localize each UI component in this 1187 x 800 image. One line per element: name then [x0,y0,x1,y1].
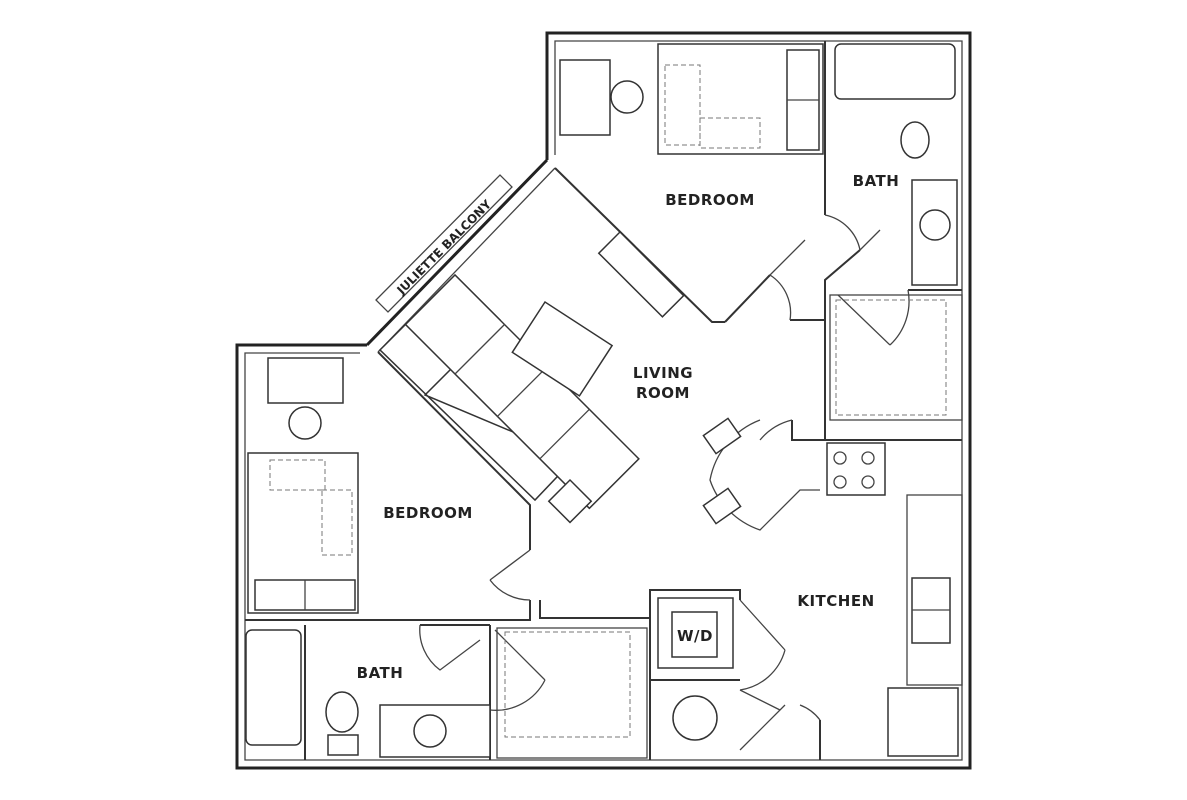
room-label-bedroom-left: BEDROOM [383,504,473,522]
outer-walls [235,31,972,770]
bedroom-top-furniture [559,43,958,286]
room-label-bath-bottom: BATH [357,664,404,682]
juliette-balcony [375,174,513,313]
living-room-furniture [378,230,820,531]
room-label-laundry: W/D [677,627,713,645]
interior-walls [245,41,962,760]
kitchen-fixtures [657,442,963,757]
room-label-bedroom-top: BEDROOM [665,191,755,209]
room-label-bath-top: BATH [853,172,900,190]
closets [496,294,963,759]
room-label-kitchen: KITCHEN [797,592,874,610]
room-label-living-2: ROOM [636,384,690,402]
bedroom-left-furniture [245,357,491,758]
room-label-living-1: LIVING [633,364,693,382]
